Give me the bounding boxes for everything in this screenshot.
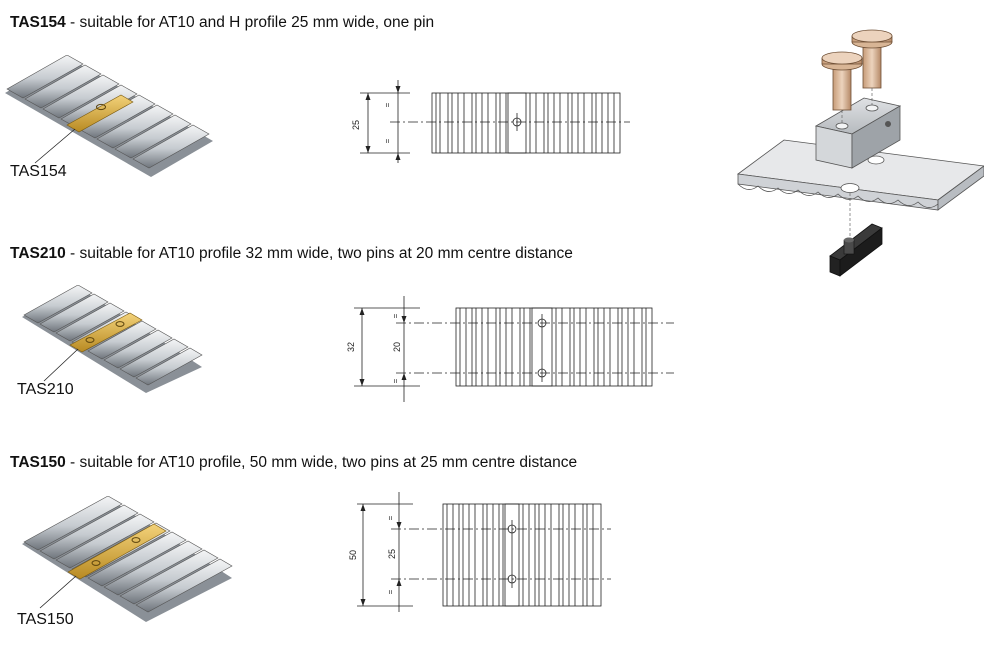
technical-drawing-tas154: 25 = =: [351, 80, 630, 163]
width-dimension-label: 25: [351, 120, 361, 130]
clamp-plate: [67, 523, 167, 580]
product-description: - suitable for AT10 and H profile 25 mm …: [65, 14, 435, 31]
product-description: - suitable for AT10 profile, 50 mm wide,…: [65, 454, 578, 471]
illustration-label-tas150: TAS150: [17, 611, 74, 628]
width-dimension-label: 32: [346, 342, 356, 352]
pin-distance-label: 20: [392, 342, 402, 352]
section-heading-tas210: TAS210 - suitable for AT10 profile 32 mm…: [10, 245, 573, 263]
illustration-label-tas210: TAS210: [17, 381, 74, 398]
section-heading-tas154: TAS154 - suitable for AT10 and H profile…: [10, 14, 434, 32]
belt-illustration-tas210: [22, 285, 203, 393]
equal-mark: =: [383, 138, 392, 143]
equal-mark: =: [383, 102, 392, 107]
equal-mark: =: [391, 378, 400, 383]
equal-mark: =: [391, 313, 400, 318]
product-code: TAS150: [10, 454, 66, 471]
product-code: TAS154: [10, 14, 66, 31]
illustration-label-tas154: TAS154: [10, 163, 67, 180]
belt-illustration-tas154: [5, 55, 213, 177]
equal-mark: =: [386, 589, 395, 594]
pin-distance-label: 25: [387, 549, 397, 559]
clamp-assembly-illustration: [736, 29, 984, 277]
technical-drawing-tas210: 32 20 = =: [346, 296, 674, 402]
width-dimension-label: 50: [348, 550, 358, 560]
product-code: TAS210: [10, 245, 66, 262]
belt-illustration-tas150: [22, 496, 233, 622]
equal-mark: =: [386, 515, 395, 520]
section-heading-tas150: TAS150 - suitable for AT10 profile, 50 m…: [10, 454, 577, 472]
technical-drawing-tas150: 50 25 = =: [348, 492, 611, 612]
product-description: - suitable for AT10 profile 32 mm wide, …: [65, 245, 573, 262]
